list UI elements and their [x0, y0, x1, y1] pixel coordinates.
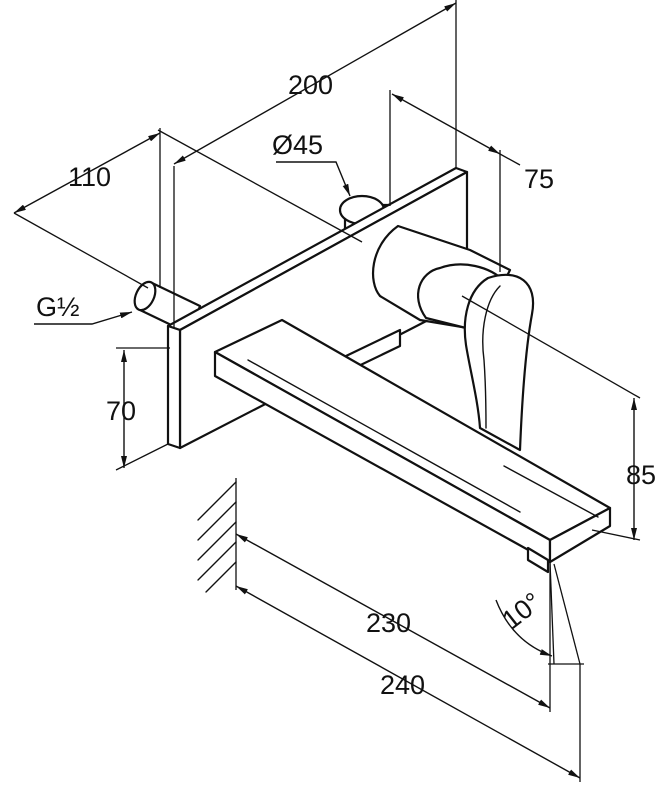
dimension-diameter-45-label: Ø45	[272, 130, 323, 160]
dimension-70-label: 70	[106, 396, 136, 426]
dimension-200-label: 200	[288, 70, 333, 100]
dimension-85-label: 85	[626, 460, 656, 490]
dimension-230-label: 230	[366, 608, 411, 638]
spout	[213, 318, 612, 574]
dimension-75-label: 75	[524, 164, 554, 194]
dimension-200: 200	[173, 0, 457, 328]
thread-label-group: G½	[34, 292, 133, 325]
wall-hatching	[197, 478, 237, 593]
angle-10-label: 10°	[496, 587, 547, 636]
thread-label: G½	[36, 292, 80, 322]
dimension-diameter-45: Ø45	[272, 130, 351, 197]
dimension-75: 75	[389, 90, 554, 272]
faucet-body	[133, 166, 612, 574]
dimension-240: 240	[235, 585, 581, 782]
dimension-240-label: 240	[380, 670, 425, 700]
angle-10: 10°	[495, 561, 584, 665]
dimension-110: 110	[13, 128, 363, 289]
dimension-110-label: 110	[68, 162, 111, 192]
dimension-85: 85	[461, 295, 656, 541]
dimension-70: 70	[106, 347, 170, 471]
